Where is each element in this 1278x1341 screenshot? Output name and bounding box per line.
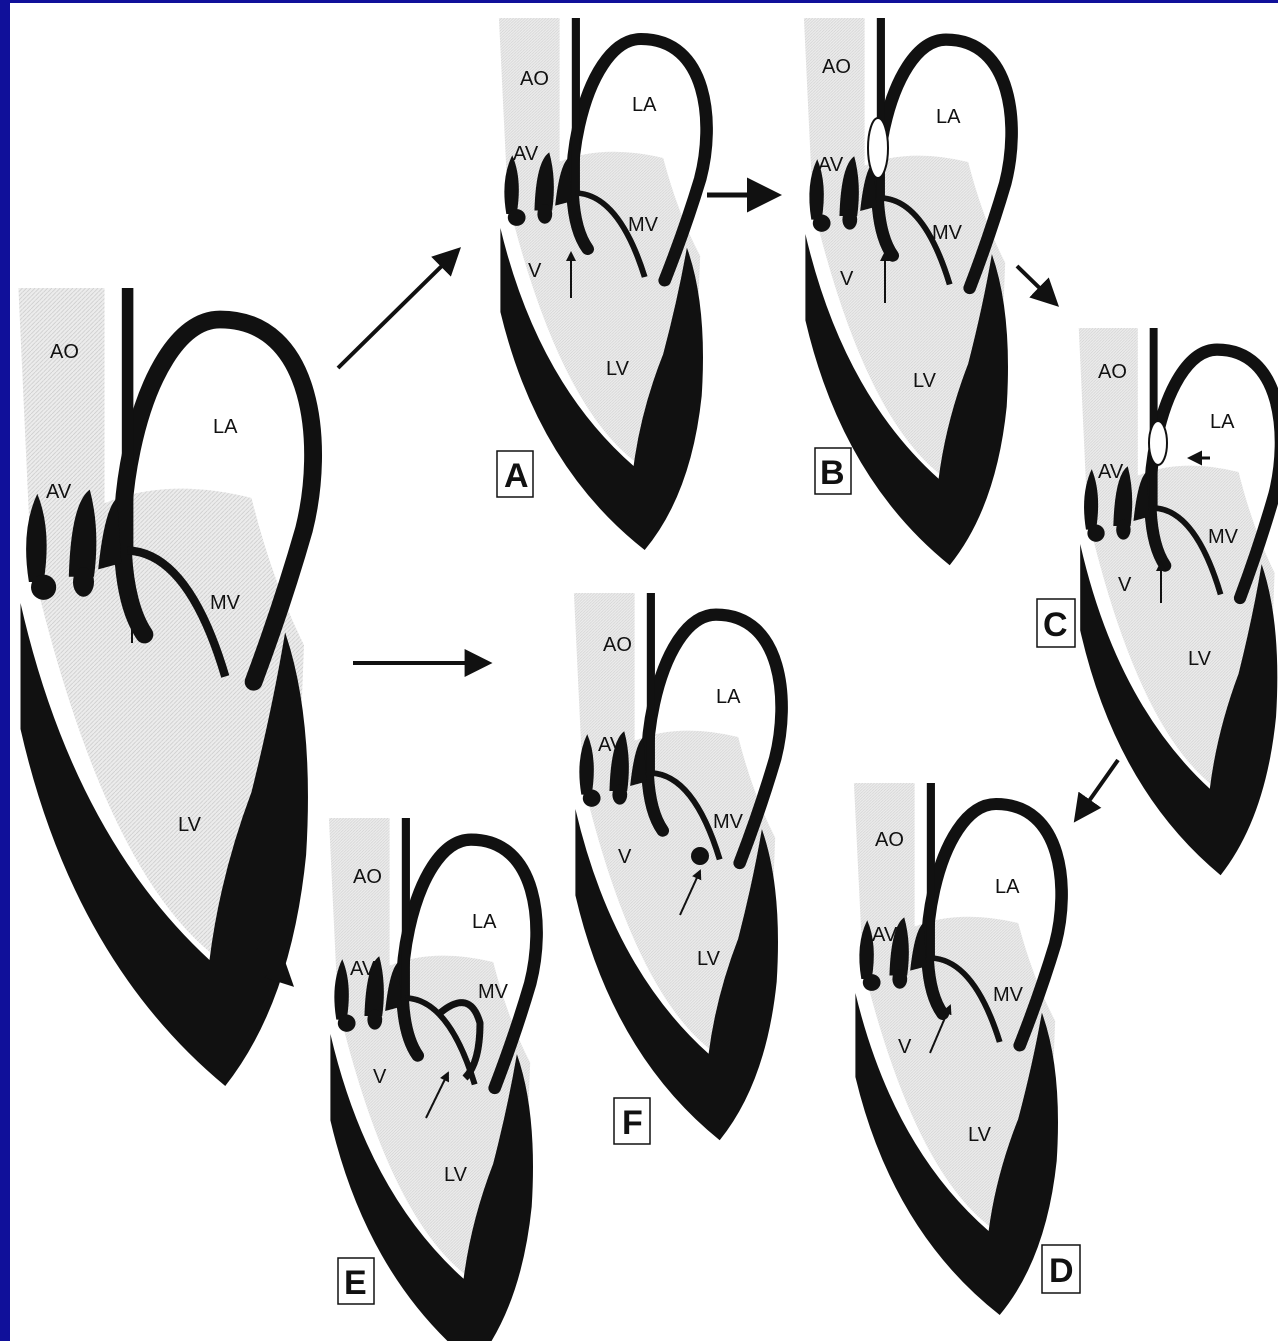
panel-e: AO LA AV MV V LV E (329, 818, 537, 1341)
panel-d-caption: D (1049, 1252, 1074, 1290)
panel-a-aortic-valve-label: AV (513, 143, 539, 165)
arrow-b-to-c (1017, 266, 1055, 303)
panel-c: AO LA AV MV V LV C (1037, 328, 1278, 875)
panel-b-caption: B (820, 454, 845, 492)
panel-b: AO LA AV MV V LV B (804, 18, 1012, 565)
panel-d-atrium-label: LA (995, 876, 1020, 898)
panel-c-v-label: V (1118, 574, 1132, 596)
panel-b-valve-outline (868, 118, 888, 178)
panel-a: AO LA AV MV V LV A (497, 18, 707, 550)
panel-a-caption: A (504, 457, 529, 495)
panel-e-caption: E (344, 1264, 367, 1302)
panel-d: AO LA AV MV V LV D (854, 783, 1080, 1315)
panel-d-aortic-valve-label: AV (872, 924, 898, 946)
panel-b-aortic-valve-label: AV (818, 154, 844, 176)
arrow-main-to-a (338, 251, 457, 368)
panel-c-ventricle-label: LV (1188, 648, 1212, 670)
panel-e-ventricle-label: LV (444, 1164, 468, 1186)
panel-a-ventricle-label: LV (606, 358, 630, 380)
panel-f-ventricle-label: LV (697, 948, 721, 970)
panel-d-mitral-label: MV (993, 984, 1024, 1006)
panel-c-caption: C (1043, 606, 1068, 644)
panel-c-atrium-label: LA (1210, 411, 1235, 433)
panel-f-caption: F (622, 1104, 643, 1142)
diagram-page: AO LA AV MV LV AO LA AV MV V LV A AO LA … (10, 3, 1278, 1341)
panel-c-aortic-valve-label: AV (1098, 461, 1124, 483)
panel-d-ventricle-label: LV (968, 1124, 992, 1146)
main-ventricle-label: LV (178, 814, 202, 836)
panel-d-aorta-label: AO (875, 829, 904, 851)
panel-c-valve-outline (1149, 421, 1167, 465)
panel-f-leaflet-tip (691, 847, 709, 865)
panel-e-mitral-label: MV (478, 981, 509, 1003)
panel-f: AO LA AV MV V LV F (574, 593, 782, 1144)
main-mitral-label: MV (210, 592, 241, 614)
panel-f-aorta-label: AO (603, 634, 632, 656)
panel-e-aortic-valve-label: AV (350, 958, 376, 980)
heart-valve-diagram: AO LA AV MV LV AO LA AV MV V LV A AO LA … (10, 3, 1278, 1341)
panel-f-mitral-label: MV (713, 811, 744, 833)
panel-b-ventricle-label: LV (913, 370, 937, 392)
panel-e-aorta-label: AO (353, 866, 382, 888)
main-atrium-label: LA (213, 416, 238, 438)
panel-c-mitral-label: MV (1208, 526, 1239, 548)
panel-e-atrium-label: LA (472, 911, 497, 933)
panel-f-aortic-valve-label: AV (598, 734, 624, 756)
panel-a-atrium-label: LA (632, 94, 657, 116)
panel-a-mitral-label: MV (628, 214, 659, 236)
panel-a-aorta-label: AO (520, 68, 549, 90)
main-aorta-label: AO (50, 341, 79, 363)
arrow-c-to-d (1077, 760, 1118, 818)
panel-e-v-label: V (373, 1066, 387, 1088)
panel-b-atrium-label: LA (936, 106, 961, 128)
panel-b-v-label: V (840, 268, 854, 290)
panel-c-aorta-label: AO (1098, 361, 1127, 383)
panel-a-v-label: V (528, 260, 542, 282)
panel-b-aorta-label: AO (822, 56, 851, 78)
main-heart: AO LA AV MV LV (18, 288, 313, 1086)
panel-f-atrium-label: LA (716, 686, 741, 708)
main-aortic-valve-label: AV (46, 481, 72, 503)
panel-b-mitral-label: MV (932, 222, 963, 244)
panel-f-v-label: V (618, 846, 632, 868)
panel-d-v-label: V (898, 1036, 912, 1058)
